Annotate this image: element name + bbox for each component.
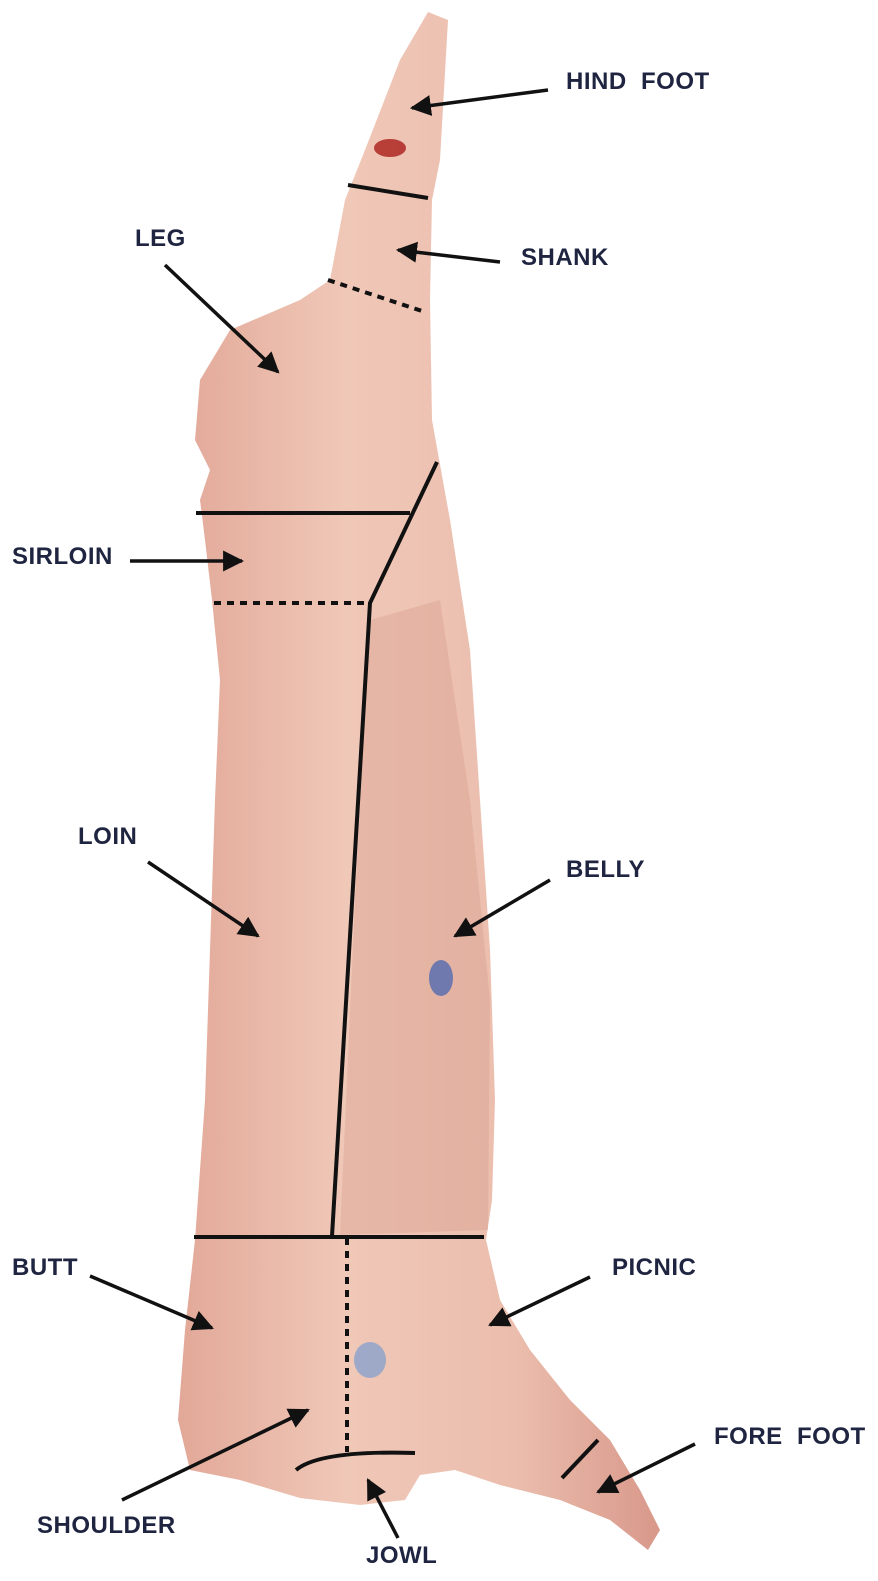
hock-mark	[374, 139, 406, 157]
label-leg: LEG	[135, 227, 186, 251]
stamp-mark	[354, 1342, 386, 1378]
arrow-picnic	[490, 1277, 590, 1325]
label-picnic: PICNIC	[612, 1256, 696, 1280]
stamp-mark	[429, 960, 453, 996]
label-sirloin: SIRLOIN	[12, 545, 113, 569]
label-butt: BUTT	[12, 1256, 78, 1280]
label-belly: BELLY	[566, 858, 645, 882]
label-jowl: JOWL	[366, 1544, 437, 1568]
label-shank: SHANK	[521, 246, 609, 270]
label-loin: LOIN	[78, 825, 137, 849]
label-hind-foot: HIND FOOT	[566, 70, 710, 94]
label-fore-foot: FORE FOOT	[714, 1425, 866, 1449]
label-shoulder: SHOULDER	[37, 1514, 176, 1538]
